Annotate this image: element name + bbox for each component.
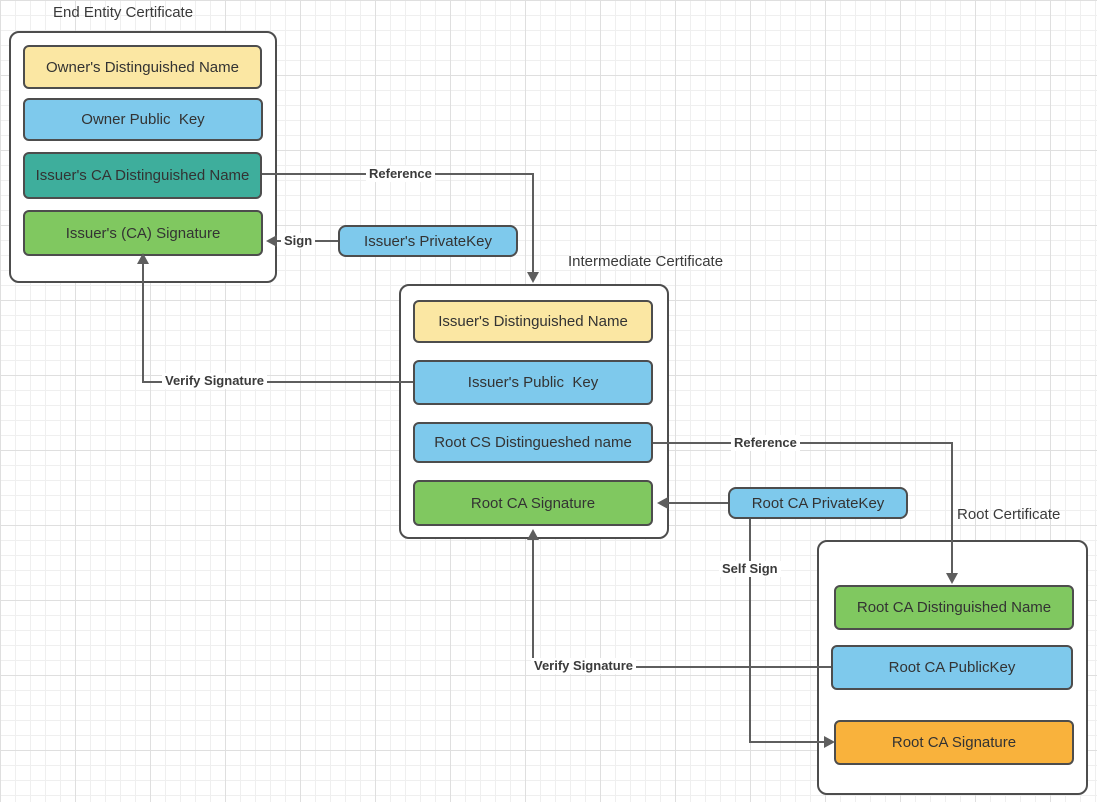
field-root-ca-publickey[interactable]: Root CA PublicKey [831, 645, 1073, 690]
intermediate-certificate-title: Intermediate Certificate [568, 253, 724, 270]
field-issuers-public-key[interactable]: Issuer's Public Key [413, 360, 653, 405]
field-root-ca-distinguished-name[interactable]: Root CA Distinguished Name [834, 585, 1074, 630]
field-label: Root CA Signature [891, 734, 1017, 751]
arrowhead-right [824, 736, 835, 748]
arrowhead-down [527, 272, 539, 283]
edge-verify-bottom-hline [532, 666, 831, 668]
edge-verify-bottom-vline [532, 538, 534, 668]
edge-label-verify-signature-bottom[interactable]: Verify Signature [531, 658, 636, 674]
field-label: Owner Public Key [81, 111, 205, 128]
edge-verify-left-hline [142, 381, 413, 383]
edge-root-sign-hline [666, 502, 728, 504]
field-label: Root CA PublicKey [888, 659, 1016, 676]
field-issuers-ca-signature[interactable]: Issuer's (CA) Signature [23, 210, 263, 256]
field-root-cs-distingueshed-name[interactable]: Root CS Distingueshed name [413, 422, 653, 463]
field-label: Issuer's PrivateKey [364, 232, 492, 250]
end-entity-certificate-title: End Entity Certificate [53, 4, 194, 21]
field-label: Issuer's CA Distinguished Name [35, 167, 250, 184]
field-label: Issuer's (CA) Signature [65, 224, 221, 242]
edge-reference-right-vline [951, 442, 953, 574]
field-issuers-distinguished-name[interactable]: Issuer's Distinguished Name [413, 300, 653, 343]
edge-label-reference-right[interactable]: Reference [731, 435, 800, 451]
arrowhead-up [137, 253, 149, 264]
field-label: Root CA Signature [470, 494, 596, 512]
arrowhead-up [527, 529, 539, 540]
field-label: Root CS Distingueshed name [434, 434, 632, 451]
edge-label-self-sign[interactable]: Self Sign [719, 561, 781, 577]
field-label: Root CA PrivateKey [751, 494, 885, 512]
edge-reference-top-vline [532, 173, 534, 273]
edge-label-reference-top[interactable]: Reference [366, 166, 435, 182]
field-root-ca-signature-root[interactable]: Root CA Signature [834, 720, 1074, 765]
edge-reference-right-hline [653, 442, 953, 444]
field-label: Issuer's Distinguished Name [438, 313, 628, 330]
root-ca-privatekey-box[interactable]: Root CA PrivateKey [728, 487, 908, 519]
edge-label-sign[interactable]: Sign [281, 233, 316, 249]
arrowhead-left [657, 497, 668, 509]
edge-self-sign-hline [749, 741, 825, 743]
field-label: Root CA Distinguished Name [856, 599, 1052, 616]
arrowhead-down [946, 573, 958, 584]
edge-self-sign-vline [749, 519, 751, 743]
field-issuers-ca-distinguished-name[interactable]: Issuer's CA Distinguished Name [23, 152, 262, 199]
field-label: Owner's Distinguished Name [46, 58, 239, 76]
arrowhead-left [266, 235, 277, 247]
field-root-ca-signature-intermediate[interactable]: Root CA Signature [413, 480, 653, 526]
field-owner-public-key[interactable]: Owner Public Key [23, 98, 263, 141]
edge-label-verify-signature-left[interactable]: Verify Signature [162, 373, 267, 389]
edge-verify-left-vline [142, 262, 144, 383]
root-certificate-title: Root Certificate [957, 506, 1061, 523]
field-owners-distinguished-name[interactable]: Owner's Distinguished Name [23, 45, 262, 89]
field-label: Issuer's Public Key [467, 374, 599, 391]
issuers-privatekey-box[interactable]: Issuer's PrivateKey [338, 225, 518, 257]
